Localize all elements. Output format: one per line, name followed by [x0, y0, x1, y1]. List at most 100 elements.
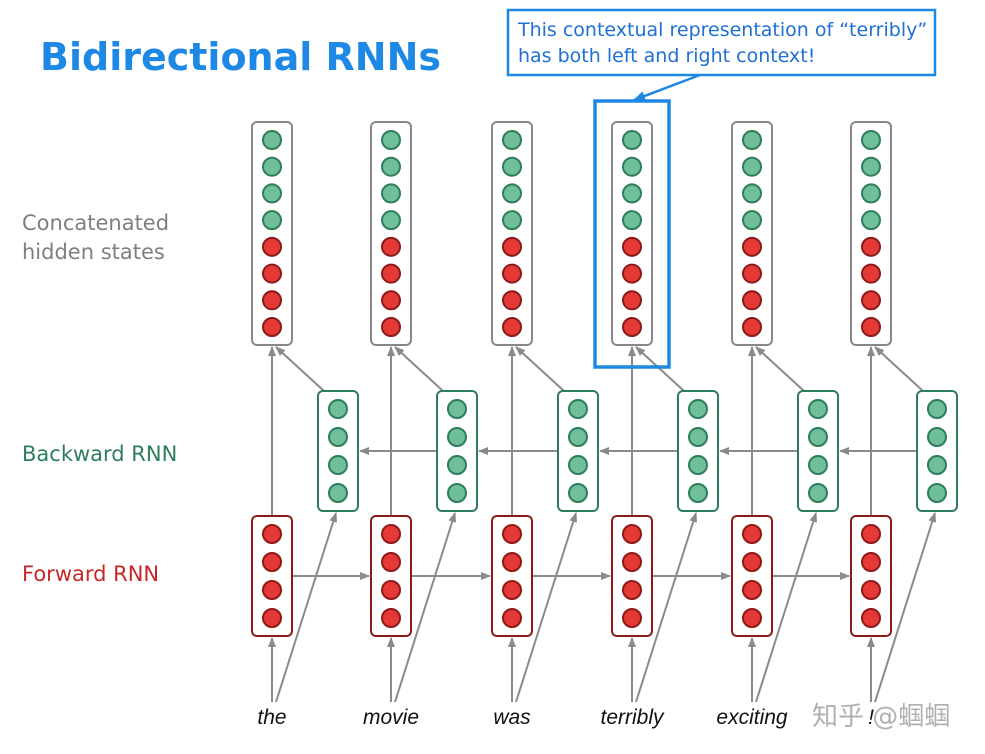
page-title: Bidirectional RNNs [40, 35, 441, 79]
label-forward-rnn: Forward RNN [22, 562, 159, 586]
hidden-unit-green [688, 483, 708, 503]
hidden-unit-green [927, 455, 947, 475]
forward-state-box-frame [611, 515, 653, 637]
hidden-unit-red [262, 524, 282, 544]
concatenated-state-box-frame [251, 121, 293, 346]
arrow-word-to-backward [755, 512, 818, 703]
hidden-unit-green [447, 427, 467, 447]
concatenated-state-box [370, 121, 412, 346]
hidden-unit-green [328, 455, 348, 475]
hidden-unit-green [742, 210, 762, 231]
hidden-unit-green [622, 156, 642, 177]
backward-state-box-frame [317, 390, 359, 512]
highlight-box [593, 99, 671, 369]
label-backward-rnn: Backward RNN [22, 442, 177, 466]
hidden-unit-red [381, 290, 401, 311]
hidden-unit-red [622, 317, 642, 337]
arrow-word-to-backward [394, 512, 457, 703]
hidden-unit-red [861, 524, 881, 544]
backward-state-box-frame [916, 390, 958, 512]
hidden-unit-green [568, 427, 588, 447]
hidden-unit-red [742, 580, 762, 600]
hidden-unit-green [808, 455, 828, 475]
arrow-word-to-backward [635, 512, 698, 703]
hidden-unit-red [742, 263, 762, 284]
hidden-unit-red [742, 236, 762, 257]
arrow-backward-to-concat [394, 346, 444, 392]
hidden-unit-red [861, 290, 881, 311]
hidden-unit-red [262, 552, 282, 572]
hidden-unit-red [742, 290, 762, 311]
concatenated-state-box [491, 121, 533, 346]
hidden-unit-red [262, 290, 282, 311]
hidden-unit-red [262, 608, 282, 628]
hidden-unit-red [502, 552, 522, 572]
hidden-unit-green [381, 130, 401, 150]
backward-state-box-frame [677, 390, 719, 512]
hidden-unit-red [622, 552, 642, 572]
concatenated-state-box [850, 121, 892, 346]
input-word: ! [868, 706, 874, 729]
hidden-unit-green [262, 210, 282, 231]
hidden-unit-red [622, 580, 642, 600]
hidden-unit-green [808, 399, 828, 419]
concatenated-state-box-frame [731, 121, 773, 346]
arrow-backward-to-concat [755, 346, 805, 392]
hidden-unit-red [502, 580, 522, 600]
hidden-unit-green [502, 210, 522, 231]
hidden-unit-green [502, 130, 522, 150]
input-word: terribly [600, 706, 665, 729]
input-word: movie [363, 706, 419, 729]
backward-state-box [557, 390, 599, 512]
hidden-unit-green [808, 427, 828, 447]
hidden-unit-red [742, 524, 762, 544]
hidden-unit-red [502, 524, 522, 544]
hidden-unit-red [502, 236, 522, 257]
hidden-unit-red [861, 236, 881, 257]
backward-state-box [317, 390, 359, 512]
forward-state-box [491, 515, 533, 637]
hidden-unit-red [742, 552, 762, 572]
hidden-unit-red [262, 580, 282, 600]
hidden-unit-red [502, 608, 522, 628]
label-concatenated-line-1: Concatenated [22, 211, 169, 235]
input-word: was [493, 706, 531, 729]
hidden-unit-green [688, 455, 708, 475]
hidden-unit-green [927, 427, 947, 447]
concatenated-state-box-frame [491, 121, 533, 346]
hidden-unit-red [622, 263, 642, 284]
backward-state-box-frame [557, 390, 599, 512]
concatenated-state-box [251, 121, 293, 346]
hidden-unit-red [381, 317, 401, 337]
arrow-backward-to-concat [635, 346, 685, 392]
label-concatenated-line-2: hidden states [22, 240, 165, 264]
boxes-layer [251, 99, 958, 637]
callout: This contextual representation of “terri… [506, 8, 937, 77]
hidden-unit-red [861, 552, 881, 572]
hidden-unit-red [381, 608, 401, 628]
backward-state-box-frame [797, 390, 839, 512]
hidden-unit-green [568, 483, 588, 503]
backward-state-box [916, 390, 958, 512]
hidden-unit-green [622, 210, 642, 231]
input-word: exciting [716, 706, 788, 729]
arrow-backward-to-concat [275, 346, 325, 392]
hidden-unit-green [328, 483, 348, 503]
hidden-unit-red [502, 263, 522, 284]
concatenated-state-box-frame [370, 121, 412, 346]
hidden-unit-green [381, 183, 401, 204]
hidden-unit-green [622, 130, 642, 150]
hidden-unit-green [328, 399, 348, 419]
callout-pointer-arrow [633, 73, 701, 102]
hidden-unit-green [927, 483, 947, 503]
hidden-unit-red [502, 290, 522, 311]
hidden-unit-green [262, 156, 282, 177]
hidden-unit-green [742, 156, 762, 177]
backward-state-box [677, 390, 719, 512]
input-word: the [257, 706, 286, 729]
hidden-unit-green [262, 183, 282, 204]
hidden-unit-red [502, 317, 522, 337]
hidden-unit-red [861, 263, 881, 284]
hidden-unit-green [861, 156, 881, 177]
